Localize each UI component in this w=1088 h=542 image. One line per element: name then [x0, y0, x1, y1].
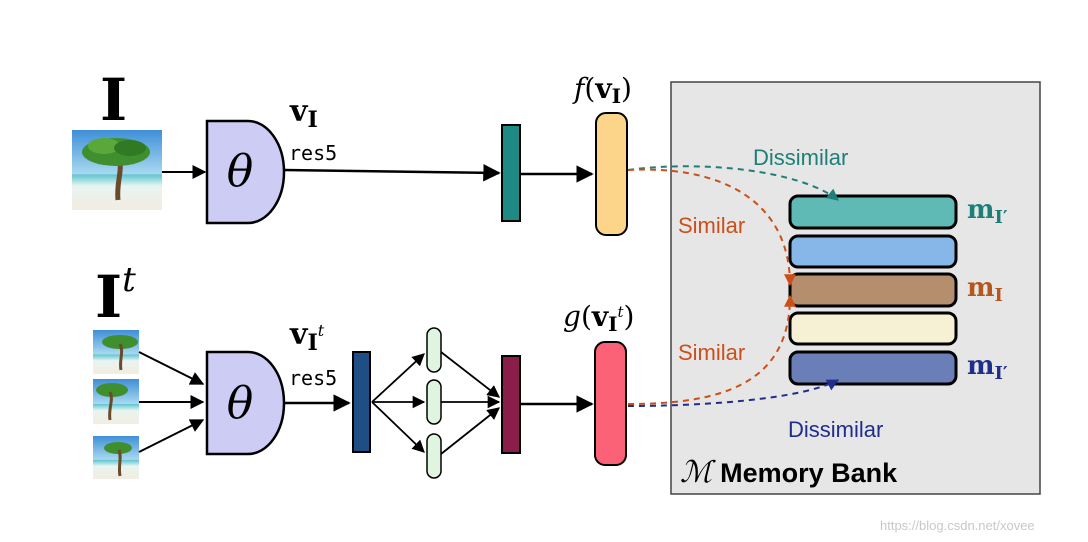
image-symbol: I: [100, 66, 127, 134]
patch-to-node3-arrow: [371, 401, 425, 453]
patch-to-node1-arrow: [371, 353, 425, 403]
m-prime-bottom-label: mI′: [967, 351, 1008, 384]
original-image: [72, 130, 162, 210]
similar-bottom-label: Similar: [678, 340, 745, 365]
node3-to-concat-arrow: [440, 407, 500, 455]
mlp-node-2: [426, 379, 442, 425]
node1-to-concat-arrow: [440, 351, 500, 398]
similar-bottom-arrow: [627, 294, 796, 405]
res5-label-bottom: res5: [289, 366, 337, 390]
projection-bar-bottom: [501, 355, 521, 454]
aug3-to-encoder-arrow: [138, 419, 205, 453]
g-label: g(vIt): [563, 300, 634, 336]
augmented-image-2: [93, 379, 139, 424]
f-label: f(vI): [572, 72, 632, 108]
feature-label-top: vI: [289, 94, 318, 133]
encoder-bottom: θ: [205, 350, 286, 456]
patch-bar-bottom: [352, 351, 371, 453]
svg-text:θ: θ: [227, 146, 254, 197]
res5-top-arrow: [283, 164, 501, 182]
svg-text:θ: θ: [227, 378, 254, 429]
watermark-text: https://blog.csdn.net/xovee: [880, 518, 1035, 533]
res5-label-top: res5: [289, 141, 337, 165]
augmented-image-3: [93, 436, 139, 479]
memory-entry-negative-top: [788, 194, 958, 230]
memory-entry-4: [788, 311, 958, 346]
encoder-top: θ: [205, 119, 286, 225]
m-prime-top-label: mI′: [967, 195, 1008, 228]
feature-label-bottom: vIt: [289, 317, 325, 356]
dissimilar-bottom-arrow: [627, 379, 840, 407]
dissimilar-top-arrow: [627, 165, 839, 201]
mlp-node-3: [426, 433, 442, 479]
memory-entry-2: [788, 234, 958, 269]
g-output: [594, 341, 627, 466]
projection-bar-top: [501, 124, 521, 222]
f-output: [595, 112, 628, 236]
similar-top-label: Similar: [678, 213, 745, 238]
augmented-image-1: [93, 330, 139, 374]
m-label: mI: [967, 273, 1003, 306]
mlp-node-1: [426, 327, 442, 373]
dissimilar-top-label: Dissimilar: [753, 145, 848, 170]
aug1-to-encoder-arrow: [138, 351, 205, 385]
similar-top-arrow: [627, 168, 796, 287]
memory-entry-negative-bottom: [788, 350, 958, 386]
memory-entry-positive: [788, 272, 958, 308]
dissimilar-bottom-label: Dissimilar: [788, 417, 883, 442]
transformed-image-symbol: It: [95, 260, 136, 331]
